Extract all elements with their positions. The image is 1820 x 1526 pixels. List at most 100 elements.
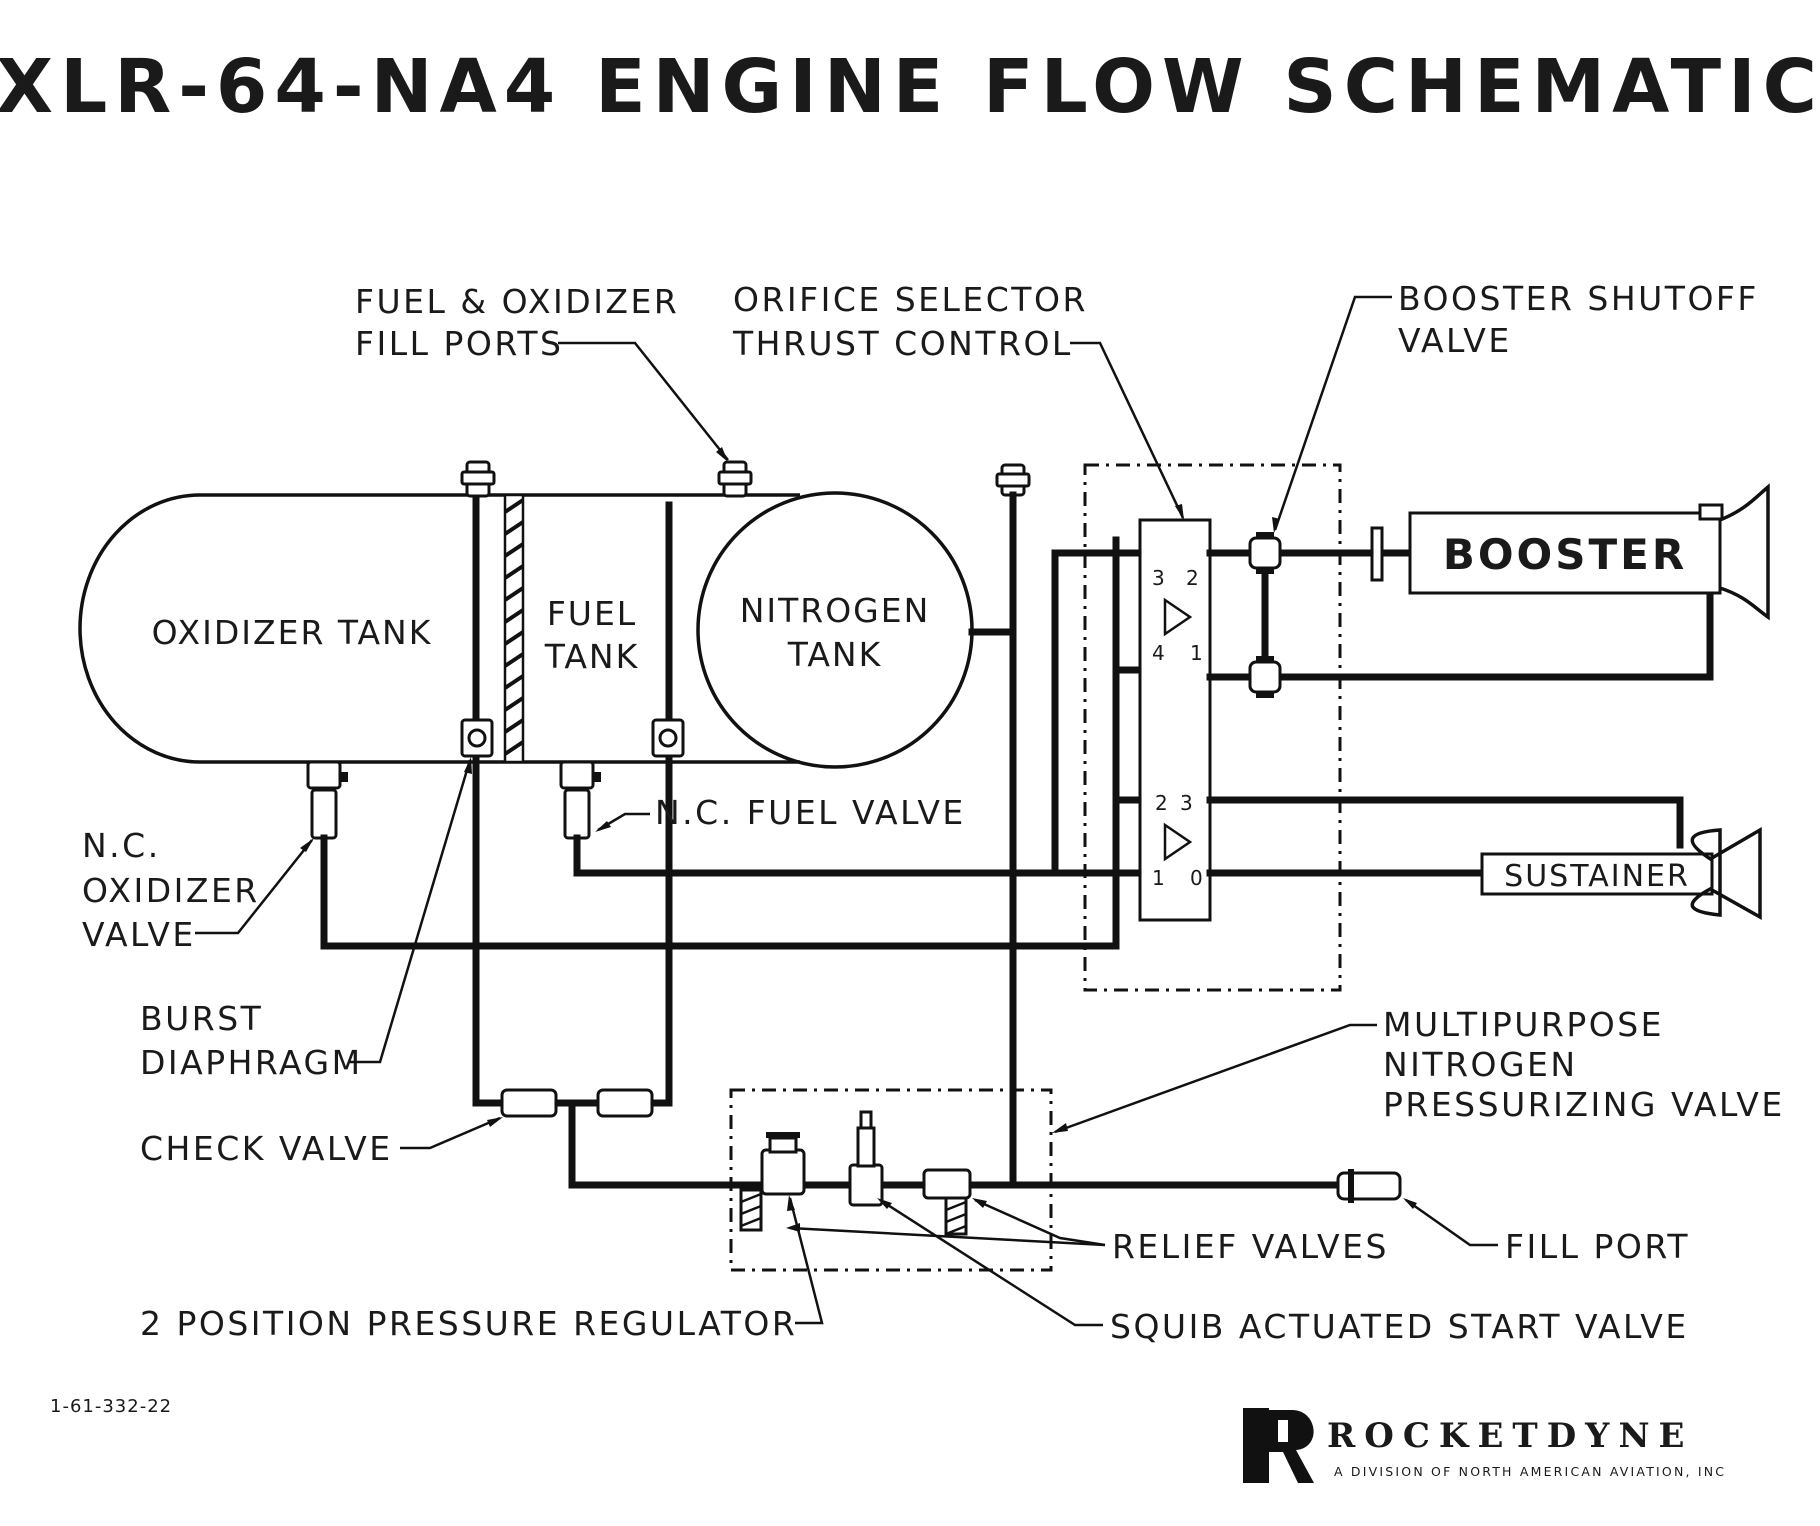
arrow-icon — [595, 821, 611, 832]
callout-burst-2: DIAPHRAGM — [140, 1043, 363, 1082]
booster-shutoff-valve-lower — [1248, 656, 1282, 698]
rocketdyne-r-mark-icon — [1243, 1408, 1314, 1483]
callout-orifice-2: THRUST CONTROL — [732, 324, 1073, 363]
nc-oxidizer-valve — [306, 760, 348, 840]
sustainer-chamber — [1480, 852, 1714, 896]
sustainer-nozzle-exit — [1711, 826, 1762, 920]
booster-flange — [1370, 526, 1384, 582]
selector-port-label: 3 — [1152, 566, 1165, 590]
arrow-icon — [300, 838, 314, 852]
callout-nc-fuel-valve: N.C. FUEL VALVE — [655, 793, 966, 832]
callout-multipurpose-3: PRESSURIZING VALVE — [1383, 1085, 1785, 1124]
booster-injector-nub — [1698, 503, 1724, 521]
leader-orifice — [1070, 341, 1185, 519]
callout-squib-valve: SQUIB ACTUATED START VALVE — [1110, 1307, 1689, 1346]
leader-relief-valves-right — [974, 1198, 1106, 1247]
document-number: 1-61-332-22 — [50, 1396, 172, 1417]
arrow-icon — [1272, 517, 1280, 533]
oxidizer-tank-label: OXIDIZER TANK — [152, 613, 433, 652]
callout-nc-ox-2: OXIDIZER — [82, 871, 260, 910]
orifice-selector-boundary — [1083, 463, 1342, 992]
arrow-icon — [877, 1198, 892, 1209]
fuel-tank-label-2: TANK — [544, 637, 640, 676]
nitrogen-line-fill-port — [995, 463, 1031, 497]
ox-tank-check-valve — [460, 718, 494, 758]
callout-relief-valves: RELIEF VALVES — [1112, 1227, 1389, 1266]
callout-nc-ox-3: VALVE — [82, 915, 196, 954]
callout-orifice-1: ORIFICE SELECTOR — [733, 280, 1088, 319]
callout-check-valve: CHECK VALVE — [140, 1129, 393, 1168]
fuel-feed-line — [573, 834, 1144, 877]
brand-name: ROCKETDYNE — [1327, 1416, 1693, 1456]
leader-fill-ports — [558, 341, 729, 461]
arrow-icon — [487, 1117, 503, 1127]
booster-shutoff-valve-upper — [1248, 532, 1282, 574]
selector-arrow-upper — [1163, 597, 1193, 637]
nitrogen-tank-label-1: NITROGEN — [740, 591, 931, 630]
callout-fill-port: FILL PORT — [1505, 1227, 1690, 1266]
callout-fill-ports-1: FUEL & OXIDIZER — [355, 282, 679, 321]
multipurpose-valve-boundary — [729, 1088, 1053, 1272]
nc-fuel-valve — [559, 760, 601, 840]
fuel-fill-port — [717, 460, 753, 498]
arrow-icon — [716, 447, 728, 462]
arrow-icon — [787, 1195, 795, 1211]
selector-port-label: 4 — [1152, 641, 1165, 665]
selector-port-label: 2 — [1155, 791, 1168, 815]
fuel-feed-branch — [1051, 549, 1144, 877]
pressurizing-fill-port — [1336, 1169, 1402, 1203]
relief-valve-right — [922, 1168, 972, 1236]
leader-squib-valve — [879, 1198, 1103, 1327]
check-valve-right — [596, 1088, 654, 1118]
nitrogen-tank-label-2: TANK — [787, 635, 883, 674]
booster-chamber — [1408, 511, 1722, 595]
booster-oxidizer-line — [1206, 594, 1714, 681]
arrow-icon — [464, 757, 472, 774]
fuel-tank-label-1: FUEL — [547, 594, 637, 633]
selector-port-label: 1 — [1152, 866, 1165, 890]
squib-actuated-start-valve — [848, 1110, 884, 1207]
leader-fill-port — [1405, 1198, 1498, 1247]
callout-booster-shutoff-1: BOOSTER SHUTOFF — [1398, 279, 1759, 318]
selector-port-label: 2 — [1186, 566, 1199, 590]
leader-check-valve — [400, 1116, 501, 1150]
oxidizer-feed-line — [320, 536, 1120, 950]
oxidizer-tank-shell — [78, 493, 800, 764]
sustainer-nozzle-bell — [1690, 828, 1722, 917]
arrow-icon — [1403, 1198, 1417, 1209]
selector-port-label: 3 — [1180, 791, 1193, 815]
arrow-icon — [1175, 504, 1184, 520]
booster-nozzle-bell — [1719, 483, 1770, 621]
leader-booster-shutoff — [1273, 295, 1392, 531]
callout-fill-ports-2: FILL PORTS — [355, 324, 563, 363]
leader-multipurpose — [1054, 1023, 1377, 1134]
nitrogen-pressurizing-line — [568, 1099, 1364, 1189]
arrow-icon — [972, 1198, 987, 1208]
arrow-icon — [1052, 1123, 1068, 1133]
check-valve-left — [500, 1088, 558, 1118]
brand-subtitle: A DIVISION OF NORTH AMERICAN AVIATION, I… — [1334, 1464, 1726, 1479]
callout-booster-shutoff-2: VALVE — [1398, 321, 1512, 360]
rocketdyne-logo: ROCKETDYNE A DIVISION OF NORTH AMERICAN … — [1243, 1408, 1726, 1483]
relief-valve-left — [739, 1188, 763, 1232]
callout-nc-ox-1: N.C. — [82, 826, 161, 865]
sustainer-oxidizer-line — [1206, 796, 1684, 849]
selector-port-label: 0 — [1190, 866, 1203, 890]
callout-pressure-regulator: 2 POSITION PRESSURE REGULATOR — [140, 1304, 797, 1343]
burst-diaphragm — [503, 493, 525, 764]
callout-multipurpose-1: MULTIPURPOSE — [1383, 1005, 1664, 1044]
sustainer-label: SUSTAINER — [1504, 859, 1690, 894]
pressure-regulator — [760, 1132, 806, 1196]
page-title: XLR-64-NA4 ENGINE FLOW SCHEMATIC — [0, 44, 1820, 130]
leader-burst-diaphragm — [350, 759, 472, 1064]
leader-nc-ox-valve — [195, 839, 313, 935]
orifice-selector-thrust-control: 3 2 4 1 2 3 1 0 — [1138, 518, 1212, 922]
leader-pressure-regulator — [788, 1197, 824, 1325]
selector-arrow-lower — [1163, 822, 1193, 862]
booster-label: BOOSTER — [1443, 530, 1687, 579]
tank-assembly: OXIDIZER TANK FUEL TANK NITROGEN TANK — [78, 460, 974, 1107]
callout-multipurpose-2: NITROGEN — [1383, 1045, 1578, 1084]
nitrogen-tank-sphere — [696, 491, 974, 769]
